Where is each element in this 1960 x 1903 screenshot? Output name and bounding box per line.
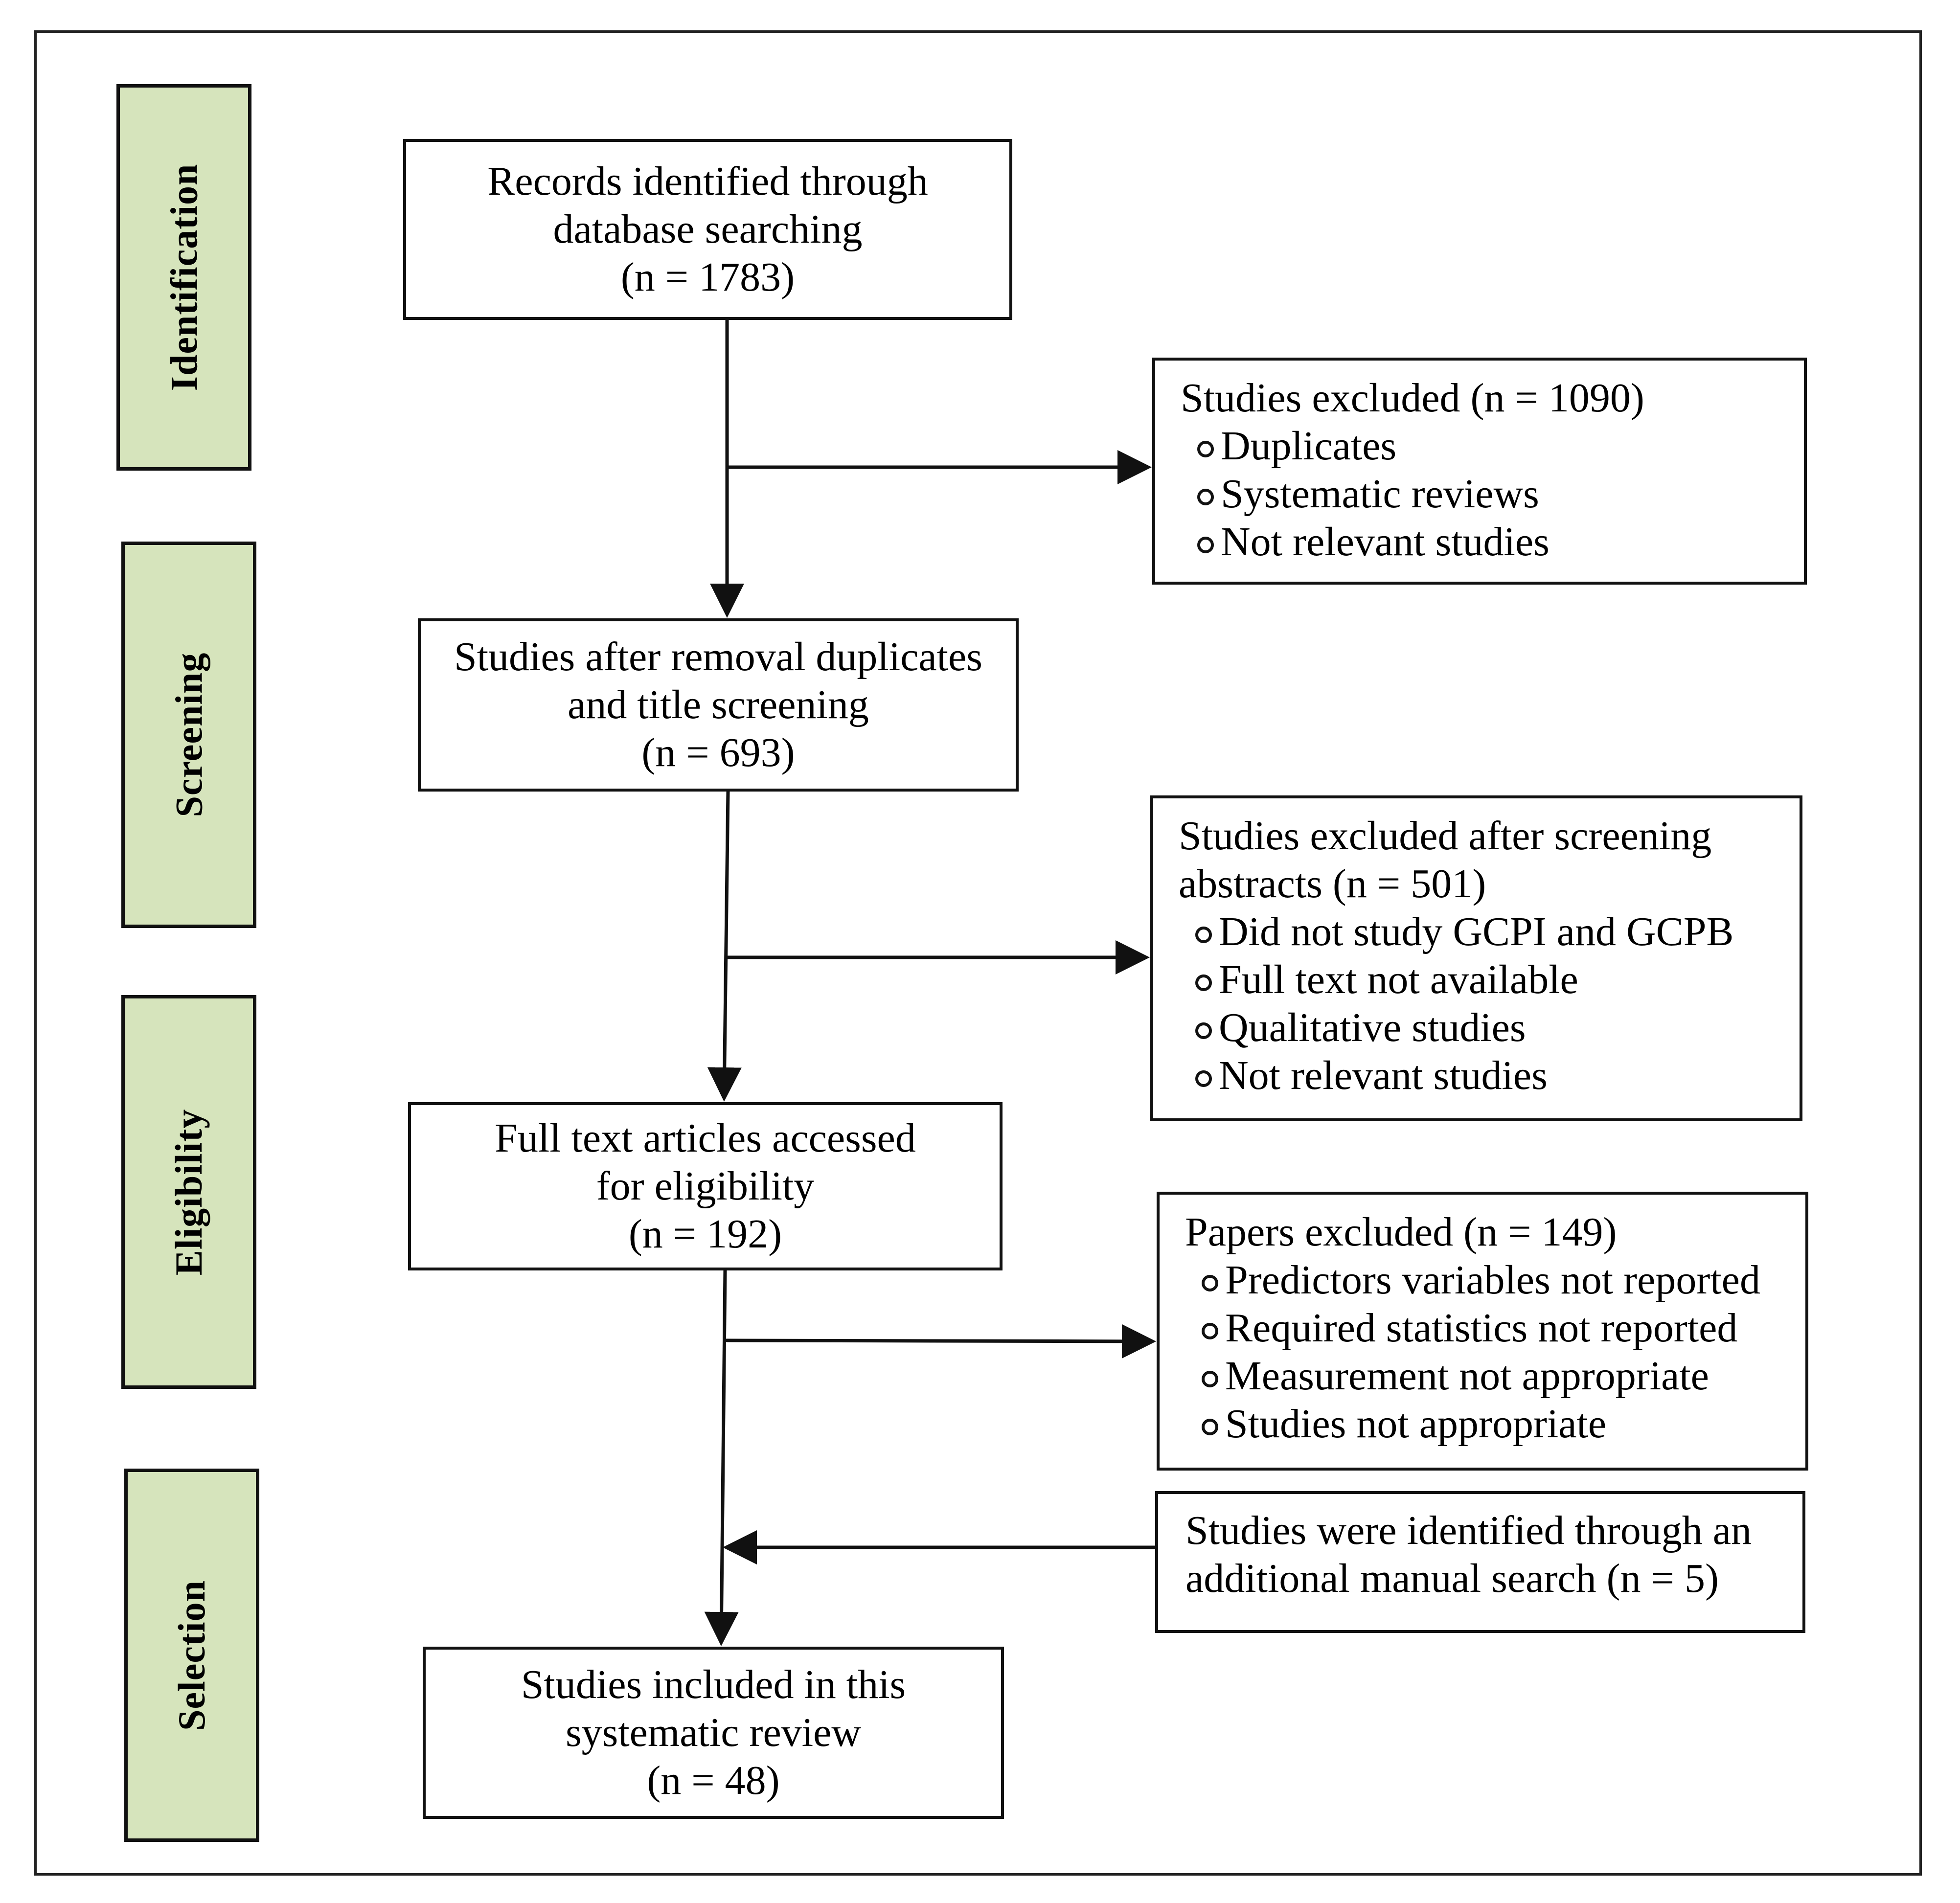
bullet-icon — [1197, 489, 1214, 505]
excluded-2-title-line: abstracts (n = 501) — [1179, 861, 1486, 906]
manual-search-line: additional manual search (n = 5) — [1185, 1556, 1719, 1601]
list-item: Systematic reviews — [1197, 470, 1804, 518]
box-line: database searching — [553, 206, 863, 252]
included-box: Studies included in this systematic revi… — [423, 1647, 1004, 1819]
box-line: and title screening — [568, 682, 869, 727]
excluded-2-box: Studies excluded after screening abstrac… — [1150, 795, 1802, 1121]
arrow-to-excluded-3 — [725, 1324, 1156, 1359]
records-identified-box: Records identified through database sear… — [403, 139, 1012, 320]
box-count: (n = 48) — [647, 1758, 780, 1803]
list-item: Duplicates — [1197, 422, 1804, 470]
arrow-screening-to-fulltext — [707, 791, 742, 1102]
figure-frame — [34, 30, 1922, 1876]
bullet-icon — [1202, 1323, 1218, 1339]
bullet-icon — [1195, 974, 1212, 991]
bullet-icon — [1197, 537, 1214, 553]
box-line: Full text articles accessed — [495, 1115, 916, 1161]
bullet-icon — [1202, 1275, 1218, 1291]
list-item: Studies not appropriate — [1202, 1400, 1805, 1448]
bullet-icon — [1195, 927, 1212, 943]
box-line: Studies after removal duplicates — [454, 634, 982, 680]
list-item: Not relevant studies — [1195, 1052, 1800, 1100]
bullet-icon — [1195, 1070, 1212, 1087]
excluded-1-box: Studies excluded (n = 1090) Duplicates S… — [1152, 358, 1807, 585]
stage-selection: Selection — [124, 1469, 259, 1842]
box-count: (n = 1783) — [620, 254, 795, 300]
box-line: for eligibility — [596, 1163, 815, 1209]
bullet-icon — [1195, 1022, 1212, 1039]
bullet-icon — [1202, 1371, 1218, 1387]
list-item: Measurement not appropriate — [1202, 1352, 1805, 1400]
excluded-3-title: Papers excluded (n = 149) — [1185, 1209, 1617, 1255]
bullet-icon — [1197, 441, 1214, 457]
bullet-icon — [1202, 1419, 1218, 1435]
excluded-2-title-line: Studies excluded after screening — [1179, 813, 1712, 859]
list-item: Required statistics not reported — [1202, 1304, 1805, 1352]
manual-search-line: Studies were identified through an — [1185, 1508, 1752, 1553]
manual-search-box: Studies were identified through an addit… — [1155, 1491, 1805, 1633]
excluded-1-title: Studies excluded (n = 1090) — [1181, 375, 1644, 421]
box-line: Records identified through — [487, 159, 928, 204]
excluded-3-box: Papers excluded (n = 149) Predictors var… — [1157, 1192, 1808, 1471]
list-item: Predictors variables not reported — [1202, 1256, 1805, 1304]
after-removal-box: Studies after removal duplicates and tit… — [418, 618, 1019, 792]
list-item: Full text not available — [1195, 956, 1800, 1004]
excluded-3-list: Predictors variables not reported Requir… — [1185, 1256, 1805, 1448]
list-item: Did not study GCPI and GCPB — [1195, 908, 1800, 956]
stage-screening: Screening — [121, 542, 256, 928]
stage-identification: Identification — [116, 84, 251, 471]
excluded-2-list: Did not study GCPI and GCPB Full text no… — [1179, 908, 1800, 1100]
full-text-box: Full text articles accessed for eligibil… — [408, 1102, 1003, 1270]
list-item: Not relevant studies — [1197, 518, 1804, 566]
stage-eligibility: Eligibility — [121, 995, 256, 1389]
box-count: (n = 693) — [641, 730, 795, 775]
list-item: Qualitative studies — [1195, 1004, 1800, 1052]
box-line: systematic review — [565, 1710, 862, 1755]
arrow-fulltext-to-included — [704, 1270, 739, 1646]
excluded-1-list: Duplicates Systematic reviews Not releva… — [1181, 422, 1804, 566]
box-line: Studies included in this — [521, 1662, 906, 1707]
box-count: (n = 192) — [628, 1211, 782, 1257]
